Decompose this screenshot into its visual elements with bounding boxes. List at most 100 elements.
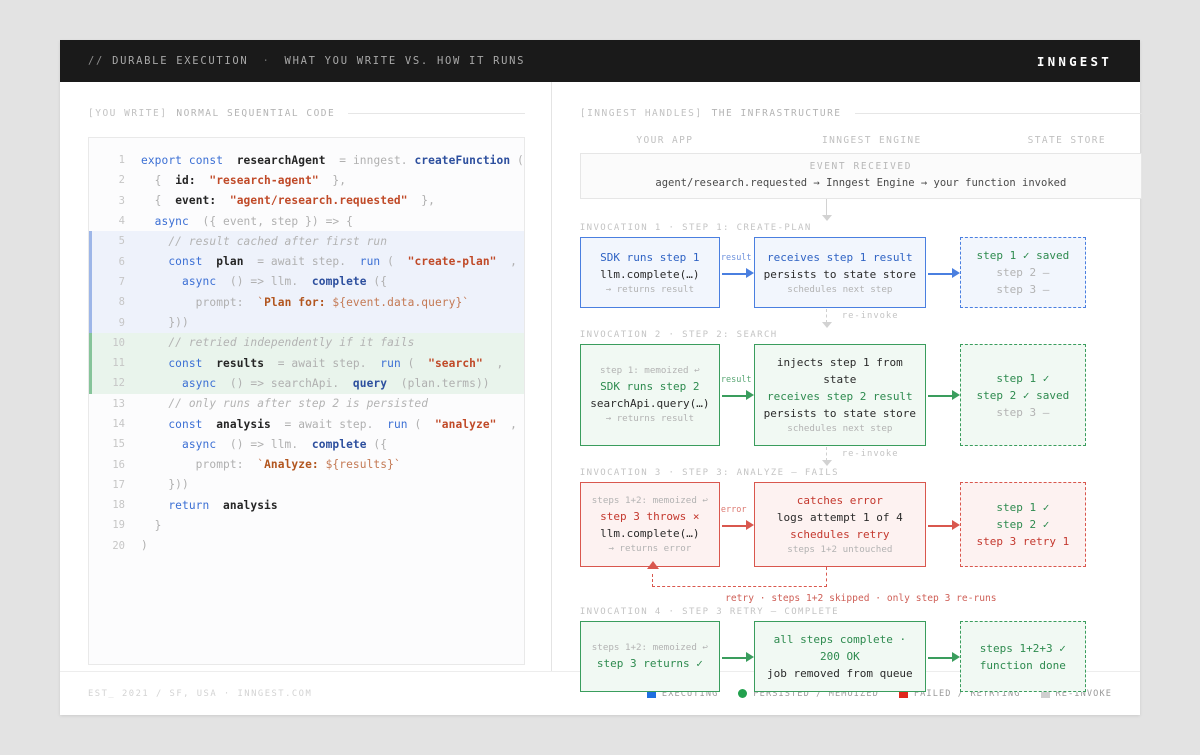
reinvoke-line [825, 447, 827, 462]
flow-arrow: error [720, 482, 754, 567]
box-text-line: step 2 ✓ [996, 518, 1050, 532]
code-line-source: prompt: `Plan for: ${event.data.query}` [141, 296, 469, 309]
code-token: await step. [291, 356, 367, 370]
code-token: } [141, 518, 162, 532]
box-text-line: SDK runs step 1 [600, 250, 700, 264]
legend-swatch-icon [1040, 689, 1050, 698]
diagram-section-rule [854, 113, 1142, 114]
arrow-shaft [721, 272, 746, 275]
code-line-source: // result cached after first run [141, 235, 387, 248]
code-token: ({ event, step }) => { [188, 214, 353, 228]
code-token [141, 377, 182, 390]
code-token: run [380, 356, 401, 370]
box-text-line: persists to state store [763, 267, 916, 281]
code-token [141, 438, 182, 451]
legend-swatch-icon [646, 689, 656, 698]
code-token [141, 418, 168, 431]
box-text-line: step 1 ✓ saved [976, 249, 1070, 262]
code-line-number: 2 [118, 174, 125, 187]
box-text-line: all steps complete · 200 OK [773, 633, 907, 664]
code-line-number: 5 [118, 235, 125, 248]
code-token [141, 275, 182, 288]
state-store-box: step 1 ✓step 2 ✓step 3 retry 1 [959, 482, 1086, 568]
arrow-head-icon [951, 390, 960, 401]
code-line-number: 12 [112, 377, 125, 390]
code-token: = [270, 417, 299, 431]
reinvoke-arrowhead-icon [821, 322, 832, 329]
code-line-number: 20 [112, 539, 125, 552]
code-token: "agent/research.requested" [229, 194, 408, 208]
code-line-source: // retried independently if it fails [141, 336, 414, 349]
box-text-line: logs attempt 1 of 4 [776, 511, 903, 525]
header-slash: // [88, 55, 105, 67]
code-line: 17 })) [89, 475, 524, 495]
code-token: , [496, 417, 518, 431]
code-line-source: const results = await step. run ( "searc… [141, 357, 503, 370]
box-text-line: step 1: memoized ↩ [600, 365, 700, 377]
code-token: Plan for: [264, 295, 326, 309]
code-line-source: export const researchAgent = inngest. cr… [141, 154, 524, 167]
code-line: 7 async () => llm. complete ({ [89, 271, 524, 293]
box-text-line: llm.complete(…) [600, 526, 700, 540]
connector-arrowhead-icon [821, 215, 832, 221]
code-line-source: const plan = await step. run ( "create-p… [141, 255, 517, 268]
code-token: ( [407, 417, 435, 431]
code-line-number: 18 [112, 499, 125, 512]
arrow-shaft [927, 272, 952, 275]
code-line: 2 { id: "research-agent" }, [89, 170, 524, 190]
box-text-line: step 3 — [996, 283, 1050, 297]
code-token: = [325, 153, 353, 167]
code-token: // retried independently if it fails [141, 336, 415, 350]
box-text-line: persists to state store [763, 407, 916, 421]
box-text-line: catches error [796, 494, 883, 508]
arrow-head-icon [951, 651, 960, 662]
code-token: const [168, 356, 203, 370]
box-text-line: injects step 1 from state [776, 356, 903, 387]
code-token: await step. [270, 255, 347, 269]
diagram-pane: [INNGEST HANDLES] THE INFRASTRUCTURE YOU… [552, 82, 1166, 693]
code-token: id: [175, 173, 196, 187]
invocation-label: INVOCATION 3 · STEP 3: ANALYZE — FAILS [579, 468, 839, 479]
code-line: 5 // result cached after first run [89, 231, 524, 252]
code-token: () => [216, 275, 271, 289]
code-section-title: NORMAL SEQUENTIAL CODE [176, 108, 336, 119]
code-line-source: })) [141, 316, 189, 329]
flow-arrow [926, 482, 960, 567]
code-line-source: // only runs after step 2 is persisted [141, 397, 428, 410]
code-token: "research-agent" [209, 173, 319, 187]
code-token: searchApi. [270, 376, 340, 390]
code-token: })) [141, 316, 189, 330]
code-token [141, 255, 168, 268]
code-token [203, 418, 217, 431]
code-token: run [359, 255, 381, 269]
legend-label: RE-INVOKE [1055, 688, 1112, 699]
code-token: // result cached after first run [141, 234, 388, 248]
code-line: 10 // retried independently if it fails [89, 332, 524, 353]
diagram-section-label: [INNGEST HANDLES] THE INFRASTRUCTURE [580, 108, 1142, 119]
code-line-source: return analysis [141, 499, 278, 512]
reinvoke-connector: re-invoke [580, 308, 1142, 330]
retry-note: retry · steps 1+2 skipped · only step 3 … [725, 593, 997, 605]
reinvoke-line [825, 309, 827, 324]
flow-arrow [926, 237, 960, 308]
arrow-head-icon [951, 267, 960, 278]
state-store-box: steps 1+2+3 ✓function done [959, 621, 1086, 693]
reinvoke-connector: re-invoke [580, 446, 1142, 468]
code-token [141, 215, 155, 228]
code-line-number: 11 [112, 357, 125, 370]
code-token: ${results}` [318, 458, 401, 472]
code-token: , [482, 356, 504, 370]
code-token: analysis [216, 417, 271, 431]
code-token: , [496, 255, 518, 269]
code-token [141, 357, 168, 370]
box-text-line: → returns result [605, 283, 695, 295]
retry-loop-connector: retry · steps 1+2 skipped · only step 3 … [580, 561, 1142, 607]
retry-line-left [651, 574, 653, 588]
code-line: 20) [89, 536, 524, 556]
